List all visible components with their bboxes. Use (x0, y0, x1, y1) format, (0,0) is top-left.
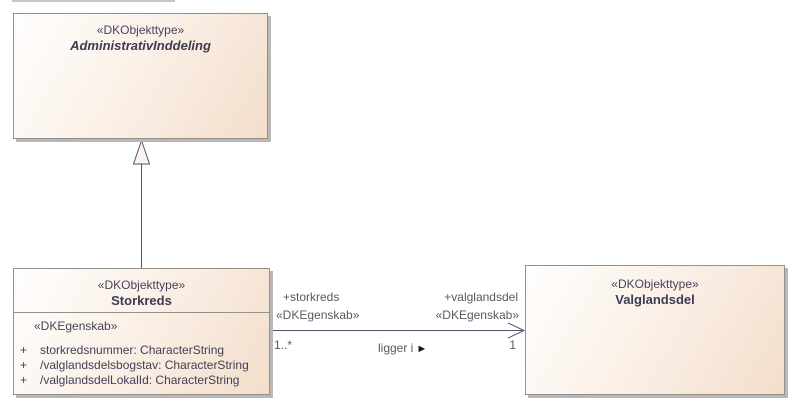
class-storkreds[interactable]: «DKObjekttype» Storkreds «DKEgenskab» + … (13, 268, 270, 395)
attribute-text: /valglandsdelsbogstav: CharacterString (40, 358, 249, 372)
class-name: AdministrativInddeling (70, 38, 211, 53)
visibility-marker: + (20, 358, 28, 372)
visibility-marker: + (20, 343, 28, 357)
class-header: «DKObjekttype» Storkreds (14, 269, 269, 308)
target-stereotype-label[interactable]: «DKEgenskab» (435, 308, 519, 322)
class-header: «DKObjekttype» AdministrativInddeling (14, 14, 267, 53)
attr-stereotype-label: «DKEgenskab» (34, 319, 118, 333)
stereotype-label: «DKObjekttype» (97, 278, 186, 292)
source-role-label[interactable]: +storkreds (283, 290, 340, 304)
class-name: Valglandsdel (615, 292, 695, 307)
stereotype-label: «DKObjekttype» (611, 277, 699, 291)
source-stereotype-label[interactable]: «DKEgenskab» (276, 308, 360, 322)
direction-arrow-icon: ► (416, 343, 428, 355)
attribute-row[interactable]: + /valglandsdelsbogstav: CharacterString (20, 358, 265, 373)
target-multiplicity-label[interactable]: 1 (509, 338, 516, 352)
attributes-compartment: «DKEgenskab» + storkredsnummer: Characte… (14, 312, 269, 394)
class-header: «DKObjekttype» Valglandsdel (526, 266, 784, 307)
attribute-row[interactable]: + /valglandsdelLokalId: CharacterString (20, 373, 265, 388)
attribute-row[interactable]: + storkredsnummer: CharacterString (20, 343, 265, 358)
attribute-text: /valglandsdelLokalId: CharacterString (40, 373, 240, 387)
cropped-shadow-artifact (12, 0, 175, 2)
class-name: Storkreds (111, 293, 172, 308)
class-valglandsdel[interactable]: «DKObjekttype» Valglandsdel (525, 265, 785, 395)
attribute-text: storkredsnummer: CharacterString (40, 343, 225, 357)
generalization-triangle-icon (132, 138, 151, 165)
stereotype-label: «DKObjekttype» (96, 23, 185, 37)
generalization-connector[interactable] (132, 138, 151, 269)
visibility-marker: + (20, 373, 28, 387)
class-administrativinddeling[interactable]: «DKObjekttype» AdministrativInddeling (13, 13, 268, 139)
association-name-text: ligger i (378, 341, 414, 355)
association-name-label[interactable]: ligger i► (378, 342, 427, 356)
attribute-rows: + storkredsnummer: CharacterString + /va… (20, 343, 265, 388)
source-multiplicity-label[interactable]: 1..* (274, 338, 293, 352)
target-role-label[interactable]: +valglandsdel (444, 290, 518, 304)
association-connector[interactable] (271, 322, 526, 339)
open-arrowhead-icon (507, 322, 526, 339)
